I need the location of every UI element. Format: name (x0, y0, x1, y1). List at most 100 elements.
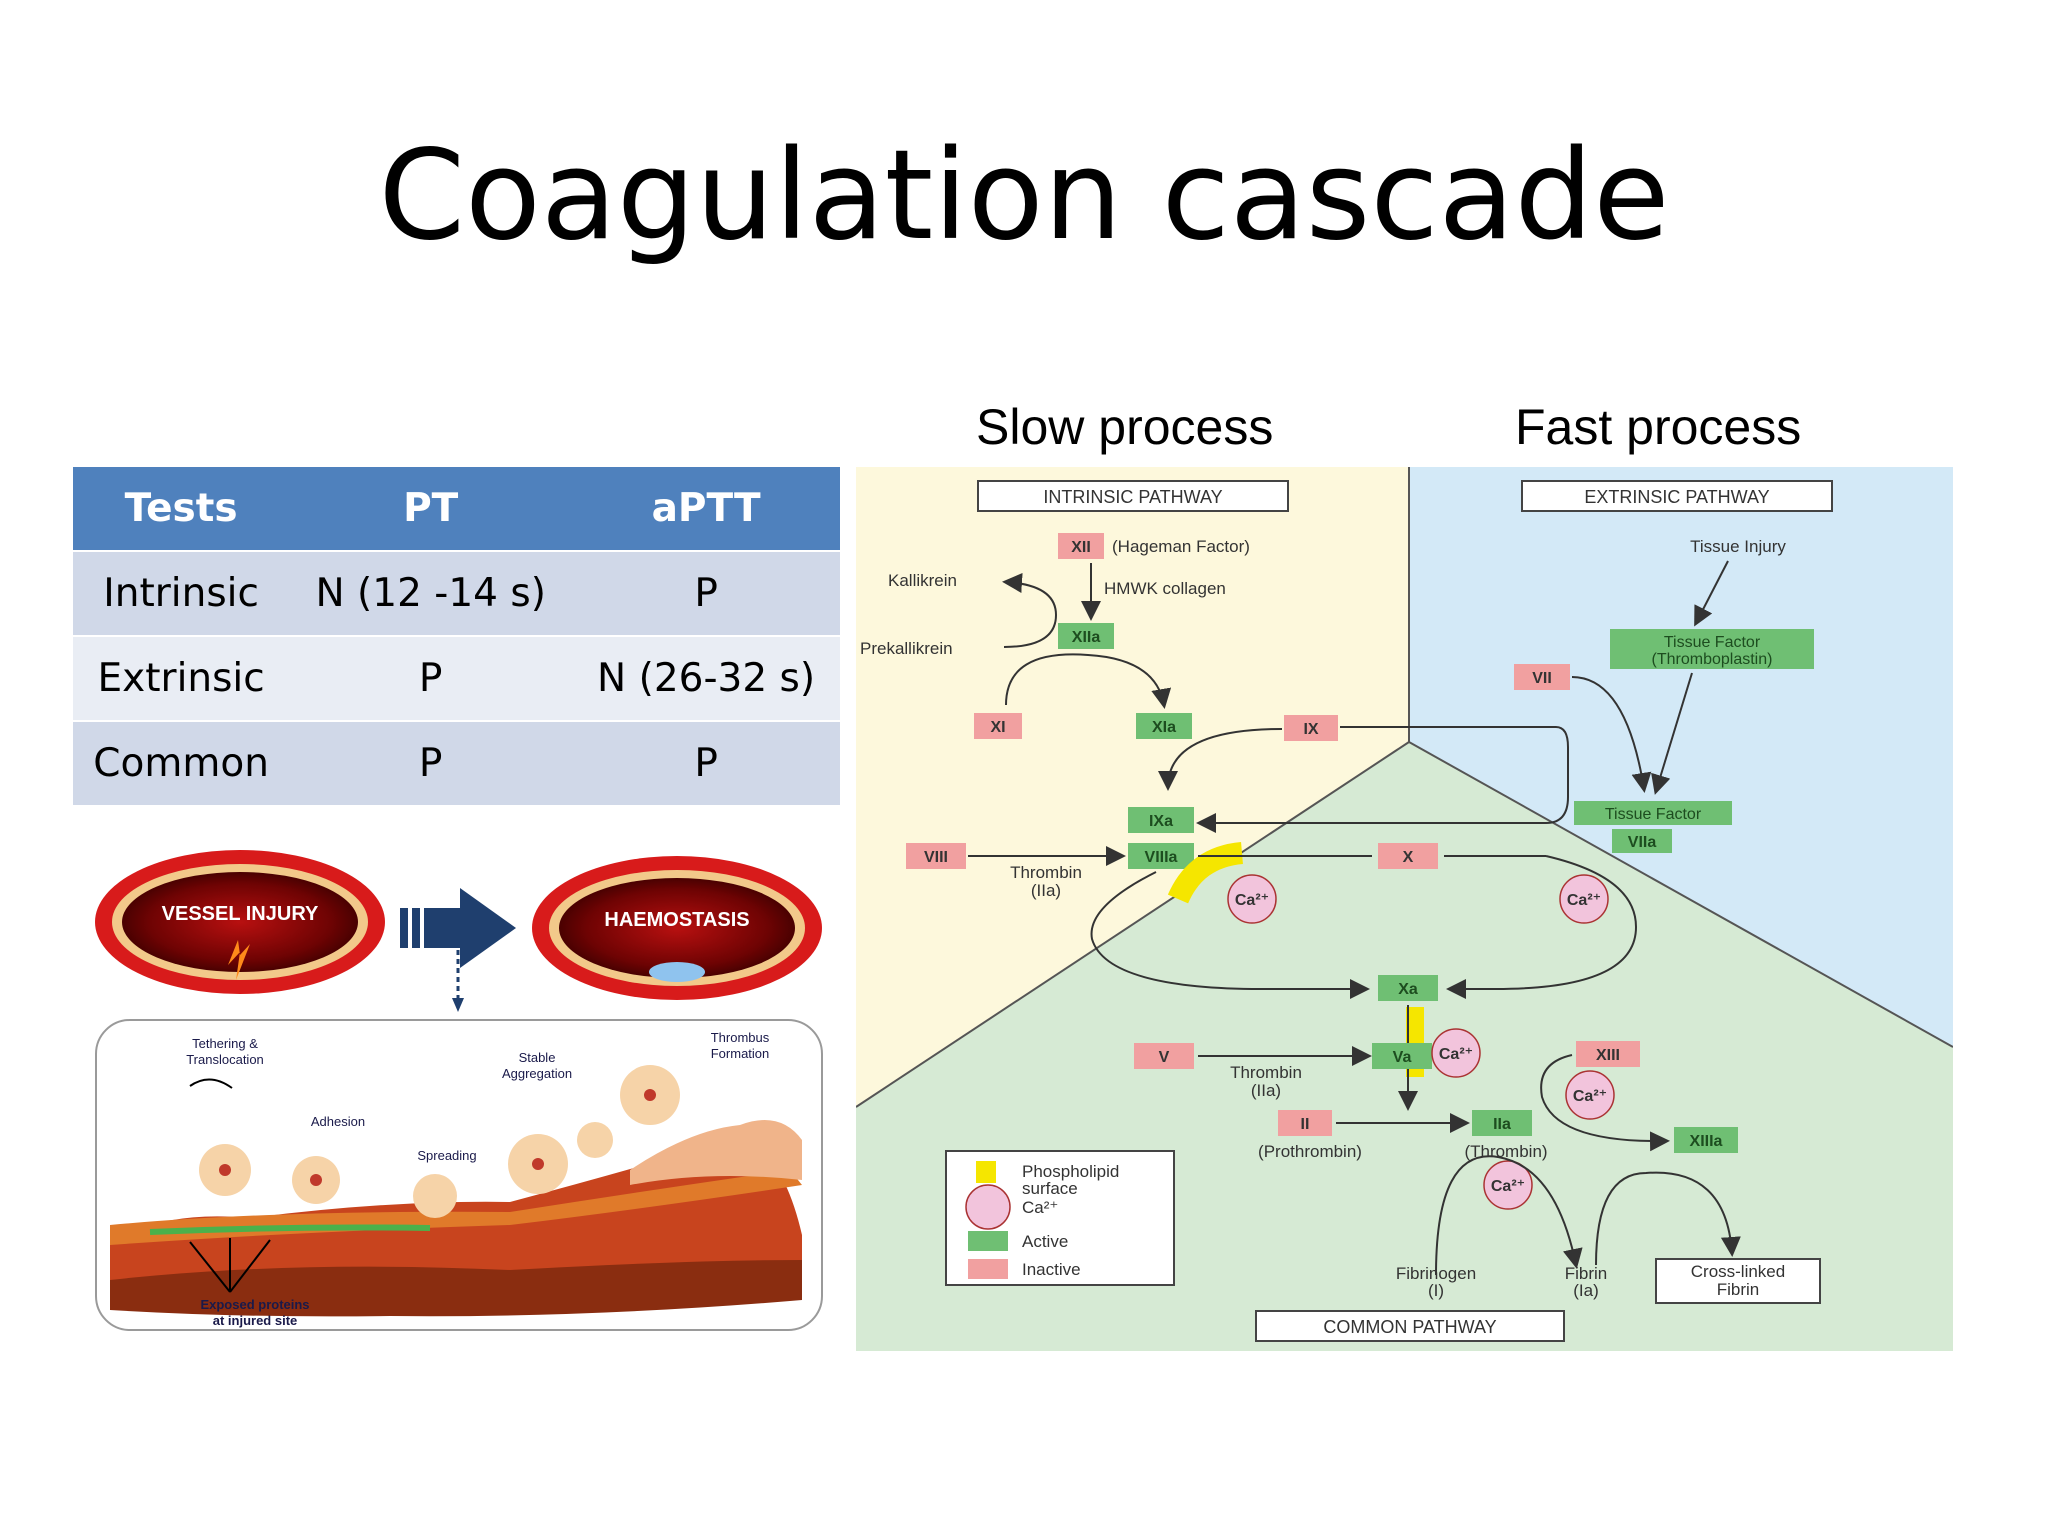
tissue-injury-label: Tissue Injury (1690, 537, 1786, 556)
cell-pathway: Intrinsic (73, 551, 290, 637)
clot-icon (649, 962, 705, 982)
crosslinked-label-2: Fibrin (1717, 1280, 1760, 1299)
table-row: Intrinsic N (12 -14 s) P (73, 551, 840, 637)
prothrombin-label: (Prothrombin) (1258, 1142, 1362, 1161)
tests-table: Tests PT aPTT Intrinsic N (12 -14 s) P E… (73, 467, 840, 807)
legend-inactive-swatch (968, 1259, 1008, 1279)
factor-viiia-box (1128, 843, 1194, 869)
vessel-injury-label: VESSEL INJURY (162, 903, 319, 925)
header-pt: PT (289, 467, 573, 552)
tethering-label-2: Translocation (186, 1052, 264, 1067)
calcium-icon (1227, 874, 1277, 924)
down-arrow-icon (452, 998, 464, 1012)
tethering-label-1: Tethering & (192, 1036, 258, 1051)
stable-label-1: Stable (519, 1050, 556, 1065)
cell-aptt: N (26-32 s) (572, 636, 840, 722)
cell-pt: P (289, 636, 573, 722)
thrombin-label-viii: Thrombin (1010, 863, 1082, 882)
factor-xiii: XIII (1596, 1047, 1620, 1064)
calcium-label-4: Ca²⁺ (1491, 1178, 1525, 1195)
factor-ii-box (1278, 1110, 1332, 1136)
calcium-label-1: Ca²⁺ (1235, 892, 1269, 909)
factor-xi: XI (990, 719, 1005, 736)
haemostasis-label: HAEMOSTASIS (604, 909, 749, 931)
intrinsic-pathway-label: INTRINSIC PATHWAY (1043, 487, 1222, 507)
factor-xa-box (1378, 975, 1438, 1001)
tissue-factor-label-2: (Thromboplastin) (1652, 651, 1773, 668)
spreading-label: Spreading (417, 1148, 476, 1163)
fibrin-ia-label: (Ia) (1573, 1281, 1599, 1300)
factor-viii: VIII (924, 849, 948, 866)
kallikrein-label: Kallikrein (888, 571, 957, 590)
factor-xia: XIa (1152, 719, 1176, 736)
cell-pt: P (289, 721, 573, 807)
intrinsic-pathway-header (977, 480, 1289, 512)
calcium-label-3: Ca²⁺ (1439, 1046, 1473, 1063)
haemostasis-illustration: VESSEL INJURY HAEMOSTASIS (95, 850, 823, 1331)
factor-ixa: IXa (1149, 813, 1173, 830)
legend-calcium-label: Ca²⁺ (1022, 1198, 1058, 1217)
common-pathway-header (1255, 1310, 1565, 1342)
factor-ix: IX (1303, 721, 1318, 738)
vessel-injury-ellipse (95, 850, 385, 994)
cell-pathway: Common (73, 721, 290, 807)
platelets (199, 1065, 680, 1218)
factor-viiia: VIIIa (1145, 849, 1178, 866)
thrombus-label-1: Thrombus (711, 1030, 770, 1045)
legend-phospholipid-swatch (976, 1161, 996, 1183)
tissue-factor-complex-box (1574, 801, 1732, 825)
factor-xiiia: XIIIa (1690, 1133, 1723, 1150)
pointer-line (189, 1241, 231, 1293)
fibrinogen-label: Fibrinogen (1396, 1264, 1476, 1283)
factor-vii-box (1514, 664, 1570, 690)
calcium-label-2: Ca²⁺ (1567, 892, 1601, 909)
factor-xa: Xa (1398, 981, 1418, 998)
haemostasis-ellipse (532, 856, 822, 1000)
tissue-factor-box (1610, 629, 1814, 669)
tissue-factor-label-1: Tissue Factor (1664, 634, 1761, 651)
calcium-icon (1565, 1070, 1615, 1120)
extrinsic-pathway-header (1521, 480, 1833, 512)
factor-xii: XII (1071, 539, 1091, 556)
cell-pt: N (12 -14 s) (289, 551, 573, 637)
slide-title: Coagulation cascade (378, 124, 1670, 268)
coagulation-cascade-diagram: INTRINSIC PATHWAY EXTRINSIC PATHWAY COMM… (856, 467, 1953, 1351)
fibrin-label: Fibrin (1565, 1264, 1608, 1283)
adhesion-label: Adhesion (311, 1114, 365, 1129)
cell-aptt: P (572, 551, 840, 637)
factor-viia-box (1612, 829, 1672, 853)
hmwk-label: HMWK collagen (1104, 579, 1226, 598)
fibrinogen-i-label: (I) (1428, 1281, 1444, 1300)
injury-spark-icon (228, 940, 250, 980)
factor-xii-box (1058, 533, 1104, 559)
thrombin-iia-v: (IIa) (1251, 1081, 1281, 1100)
factor-vii: VII (1532, 670, 1552, 687)
crosslinked-fibrin-box (1655, 1258, 1821, 1304)
thrombus-label-2: Formation (711, 1046, 770, 1061)
factor-ixa-box (1128, 807, 1194, 833)
calcium-icon (1559, 874, 1609, 924)
calcium-icon (1483, 1160, 1533, 1210)
factor-xiiia-box (1674, 1127, 1738, 1153)
legend-active-swatch (968, 1231, 1008, 1251)
exposed-label-2: at injured site (213, 1313, 298, 1328)
pointer-line (229, 1239, 271, 1293)
calcium-icon (1431, 1028, 1481, 1078)
cell-pathway: Extrinsic (73, 636, 290, 722)
crosslinked-label-1: Cross-linked (1691, 1262, 1785, 1281)
legend-calcium-icon (965, 1184, 1011, 1230)
table-row: Extrinsic P N (26-32 s) (73, 636, 840, 722)
legend-inactive-label: Inactive (1022, 1260, 1081, 1279)
factor-iia: IIa (1493, 1116, 1511, 1133)
thrombin-label-v: Thrombin (1230, 1063, 1302, 1082)
factor-v: V (1159, 1049, 1170, 1066)
phospholipid-surface (1167, 842, 1244, 904)
legend-active-label: Active (1022, 1232, 1068, 1251)
calcium-label-5: Ca²⁺ (1573, 1088, 1607, 1105)
extrinsic-pathway-label: EXTRINSIC PATHWAY (1584, 487, 1769, 507)
factor-iia-box (1472, 1110, 1532, 1136)
legend-phospholipid-label-1: Phospholipid (1022, 1162, 1119, 1181)
common-pathway-label: COMMON PATHWAY (1323, 1317, 1496, 1337)
legend-phospholipid-label-2: surface (1022, 1179, 1078, 1198)
factor-v-box (1134, 1043, 1194, 1069)
